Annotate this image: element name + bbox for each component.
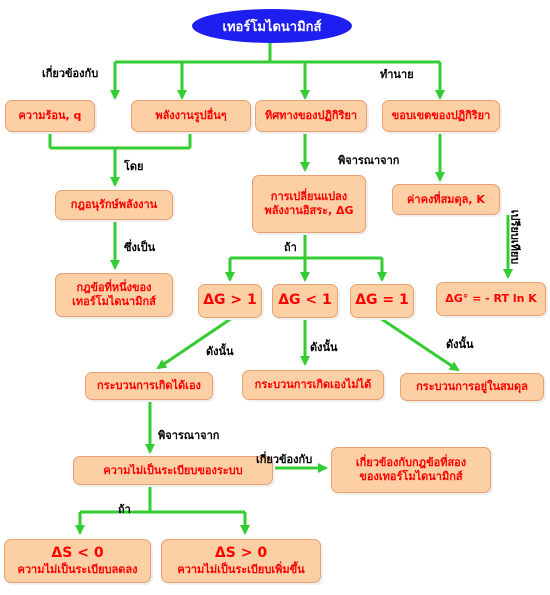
edge-label-predict: ทำนาย [380,68,414,81]
node-standard-gibbs-text: ΔG° = - RT ln K [445,292,537,306]
edge-to-equilibrium [379,316,460,372]
node-gibbs-change-line1: การเปลี่ยนแปลง [270,190,348,204]
node-gibbs-change: การเปลี่ยนแปลง พลังงานอิสระ, ΔG [252,175,366,233]
node-reaction-extent: ขอบเขตของปฏิกิริยา [382,100,500,132]
edge-label-which-is: ซึ่งเป็น [124,241,156,254]
edge-label-compare: เปรียบเทียบ [508,209,522,265]
node-second-law: เกี่ยวข้องกับกฎข้อที่สอง ของเทอร์โมไดนาม… [331,447,491,493]
node-energy-conservation: กฎอนุรักษ์พลังงาน [55,190,173,220]
node-dg-negative: ΔG < 1 [272,284,338,318]
node-non-spontaneous-text: กระบวนการเกิดเองไม่ได้ [254,378,372,392]
node-other-energy-text: พลังงานรูปอื่นๆ [155,109,227,123]
node-ds-positive: ΔS > 0 ความไม่เป็นระเบียบเพิ่มขึ้น [161,539,321,583]
edge-label-by: โดย [124,160,144,173]
node-system-entropy-text: ความไม่เป็นระเบียบของระบบ [103,463,243,477]
edge-label-therefore-1: ดังนั้น [206,345,234,358]
node-ds-positive-line1: ΔS > 0 [214,545,268,562]
node-at-equilibrium: กระบวนการอยู่ในสมดุล [400,373,544,401]
node-heat: ความร้อน, q [5,100,95,132]
node-first-law-line2: เทอร์โมไดนามิกส์ [72,295,156,308]
node-dg-negative-text: ΔG < 1 [278,292,332,309]
edge-label-therefore-3: ดังนั้น [446,338,474,351]
node-dg-zero-text: ΔG = 1 [355,292,409,309]
node-reaction-direction: ทิศทางของปฏิกิริยา [255,100,367,132]
node-first-law-line1: กฎข้อที่หนึ่งของ [76,281,152,295]
node-system-entropy: ความไม่เป็นระเบียบของระบบ [73,456,273,485]
edge-label-if-1: ถ้า [284,241,297,254]
edge-label-therefore-2: ดังนั้น [310,341,338,354]
node-equilibrium-constant-text: ค่าคงที่สมดุล, K [407,192,485,206]
node-other-energy: พลังงานรูปอื่นๆ [131,100,251,132]
node-ds-positive-line2: ความไม่เป็นระเบียบเพิ่มขึ้น [177,562,305,576]
node-dg-positive: ΔG > 1 [198,284,262,318]
node-ds-negative: ΔS < 0 ความไม่เป็นระเบียบลดลง [4,539,151,583]
node-energy-conservation-text: กฎอนุรักษ์พลังงาน [70,198,158,212]
node-gibbs-change-line2: พลังงานอิสระ, ΔG [264,204,354,217]
edge-label-related-to: เกี่ยวข้องกับ [42,67,99,80]
node-non-spontaneous: กระบวนการเกิดเองไม่ได้ [242,370,384,400]
edge-label-consider-from-1: พิจารณาจาก [338,154,400,167]
node-second-law-line1: เกี่ยวข้องกับกฎข้อที่สอง [355,456,467,470]
node-first-law: กฎข้อที่หนึ่งของ เทอร์โมไดนามิกส์ [55,273,173,317]
node-reaction-direction-text: ทิศทางของปฏิกิริยา [264,109,358,123]
node-ds-negative-line1: ΔS < 0 [51,545,104,562]
node-dg-positive-text: ΔG > 1 [203,292,257,309]
node-dg-zero: ΔG = 1 [350,284,414,318]
edge-to-spontaneous [156,316,233,370]
node-spontaneous: กระบวนการเกิดได้เอง [85,372,213,400]
edge-label-related-to-2: เกี่ยวข้องกับ [256,453,313,466]
edge-label-if-2: ถ้า [118,503,131,516]
node-standard-gibbs: ΔG° = - RT ln K [436,282,546,316]
diagram-title: เทอร์โมไดนามิกส์ [192,9,352,43]
node-at-equilibrium-text: กระบวนการอยู่ในสมดุล [416,380,528,394]
node-ds-negative-line2: ความไม่เป็นระเบียบลดลง [17,562,138,576]
node-equilibrium-constant: ค่าคงที่สมดุล, K [392,184,500,215]
node-heat-text: ความร้อน, q [18,109,82,123]
edge-label-consider-from-2: พิจารณาจาก [158,429,220,442]
node-spontaneous-text: กระบวนการเกิดได้เอง [97,379,201,393]
node-reaction-extent-text: ขอบเขตของปฏิกิริยา [391,109,491,123]
node-second-law-line2: ของเทอร์โมไดนามิกส์ [359,470,463,483]
